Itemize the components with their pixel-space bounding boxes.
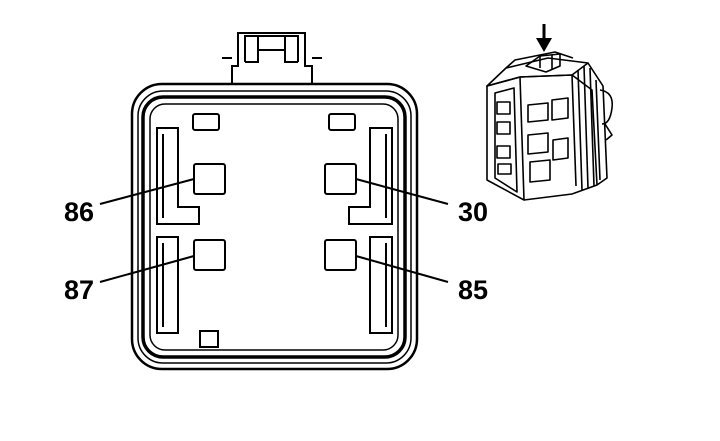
side-rail-right-lower (369, 236, 393, 334)
terminal-label-85: 85 (458, 275, 488, 305)
terminal-label-86: 86 (64, 197, 94, 227)
leader-line-87 (99, 255, 195, 283)
terminal-30-cavity (324, 163, 357, 195)
connector-isometric-view (486, 24, 614, 201)
connector-face-view: 86 30 87 85 (64, 32, 488, 371)
terminal-85-cavity (324, 239, 357, 271)
terminal-label-87: 87 (64, 275, 94, 305)
down-arrow-icon (536, 24, 552, 52)
key-top-left (192, 113, 220, 131)
top-latch (222, 32, 322, 84)
key-top-right (328, 113, 356, 131)
side-rail-right-upper (348, 127, 393, 225)
leader-line-86 (99, 178, 195, 205)
connector-body (486, 51, 614, 201)
terminal-87-cavity (193, 239, 226, 271)
side-rail-left-lower (156, 236, 179, 334)
housing (130, 82, 419, 371)
leader-line-85 (355, 255, 449, 283)
terminal-label-30: 30 (458, 197, 488, 227)
key-bottom (199, 330, 219, 348)
side-rail-left-upper (156, 127, 200, 225)
leader-line-30 (355, 178, 449, 205)
terminal-86-cavity (193, 163, 226, 195)
